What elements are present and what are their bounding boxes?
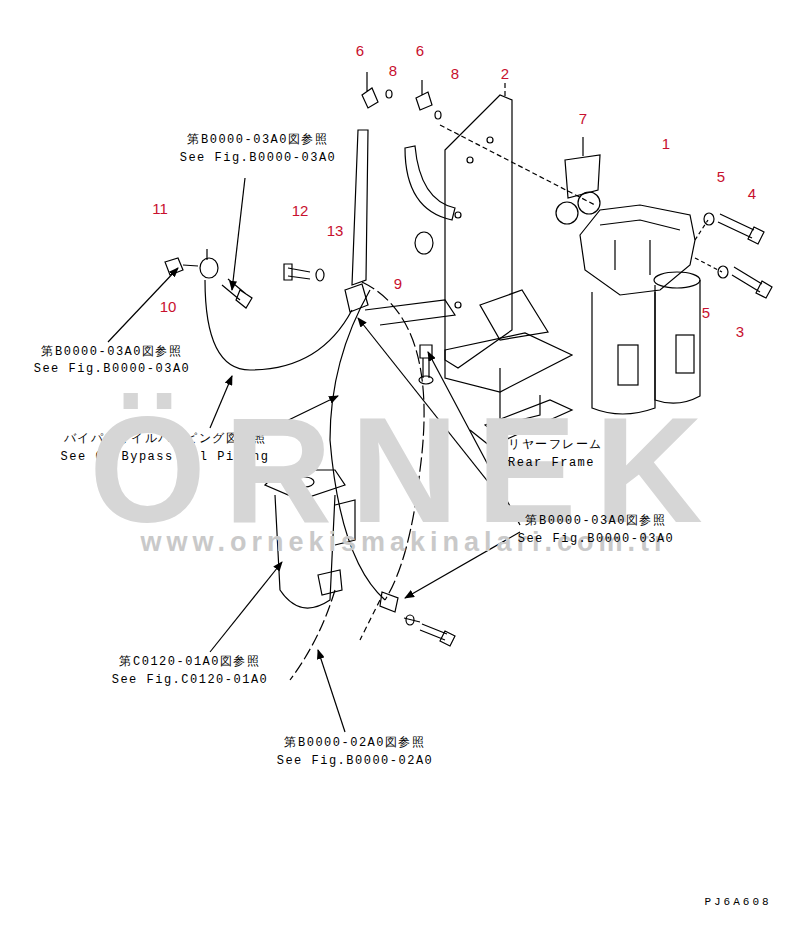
reference-note: 第B0000-02A0図参照: [284, 736, 425, 750]
callout-number: 12: [292, 202, 309, 220]
reference-note: 第B0000-03A0図参照: [525, 514, 666, 528]
reference-note: 第C0120-01A0図参照: [119, 655, 260, 669]
part-name: リヤーフレーム: [508, 438, 603, 452]
reference-note: See Fig.B0000-03A0: [180, 151, 337, 165]
reference-note: See Fig.B0000-03A0: [34, 362, 191, 376]
callout-number: 5: [702, 304, 710, 322]
callout-number: 5: [717, 168, 725, 186]
reference-note: See Fig.B0000-03A0: [518, 532, 675, 546]
callout-number: 4: [748, 185, 756, 203]
callout-number: 9: [394, 275, 402, 293]
callout-number: 6: [356, 42, 364, 60]
callout-number: 13: [327, 222, 344, 240]
reference-note: See Fig.B0000-02A0: [277, 754, 434, 768]
callout-number: 1: [662, 135, 670, 153]
callout-number: 8: [389, 62, 397, 80]
part-name: Rear Frame: [508, 456, 595, 470]
drawing-code: PJ6A608: [704, 896, 771, 909]
callout-number: 2: [501, 65, 509, 83]
callout-number: 11: [152, 200, 168, 218]
reference-note: 第B0000-03A0図参照: [187, 133, 328, 147]
callout-number: 7: [579, 110, 587, 128]
callout-number: 8: [451, 65, 459, 83]
callout-number: 3: [736, 323, 744, 341]
reference-note: 第B0000-03A0図参照: [41, 345, 182, 359]
callout-number: 6: [416, 42, 424, 60]
reference-note: See Fig.C0120-01A0: [112, 673, 269, 687]
callout-number: 10: [160, 298, 177, 316]
